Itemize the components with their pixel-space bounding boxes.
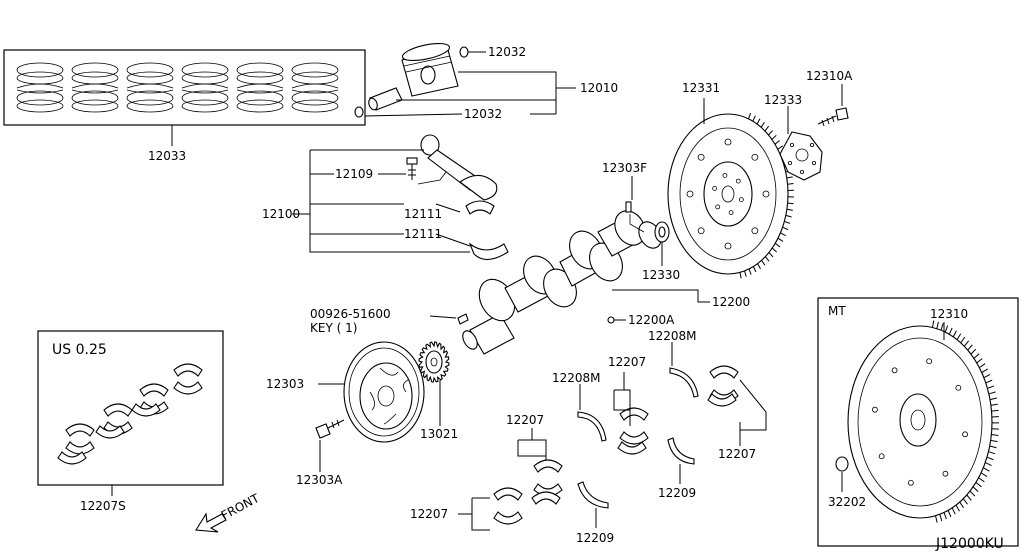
- label-12331[interactable]: 12331: [682, 81, 720, 95]
- undersize-bearing-set[interactable]: [57, 363, 203, 465]
- front-arrow: FRONT: [195, 491, 262, 533]
- woodruff-key[interactable]: [457, 313, 469, 325]
- crankshaft[interactable]: [460, 205, 666, 355]
- piston[interactable]: [401, 40, 459, 97]
- thrust-washer-left-upper[interactable]: [577, 411, 607, 442]
- label-12303[interactable]: 12303: [266, 377, 304, 391]
- undersize-bearing-set-box: [37, 330, 224, 486]
- crank-plug[interactable]: [607, 316, 615, 324]
- pulley-bolt[interactable]: [315, 419, 345, 439]
- piston-pin[interactable]: [367, 87, 403, 111]
- diagram-id: J12000KU: [935, 536, 1004, 552]
- reinforcement-plate[interactable]: [779, 131, 823, 181]
- label-12111-lower[interactable]: 12111: [404, 227, 442, 241]
- crankshaft-sprocket[interactable]: [418, 341, 450, 383]
- label-key-note: KEY ( 1): [310, 321, 357, 335]
- label-12207-lower-left[interactable]: 12207: [410, 507, 448, 521]
- label-12310[interactable]: 12310: [930, 307, 968, 321]
- rod-bolt[interactable]: [406, 157, 418, 180]
- pilot-bushing[interactable]: [654, 221, 670, 243]
- flywheel-bolt[interactable]: [817, 107, 849, 127]
- label-12208M-right[interactable]: 12208M: [648, 329, 697, 343]
- label-12109[interactable]: 12109: [335, 167, 373, 181]
- label-12207S[interactable]: 12207S: [80, 499, 126, 513]
- label-00926-51600[interactable]: 00926-51600: [310, 307, 391, 321]
- label-12330[interactable]: 12330: [642, 268, 680, 282]
- mt-label: MT: [828, 304, 846, 318]
- label-12111-upper[interactable]: 12111: [404, 207, 442, 221]
- label-32202[interactable]: 32202: [828, 495, 866, 509]
- label-13021[interactable]: 13021: [420, 427, 458, 441]
- label-12207-center[interactable]: 12207: [506, 413, 544, 427]
- label-12032-lower[interactable]: 12032: [464, 107, 502, 121]
- label-12303F[interactable]: 12303F: [602, 161, 647, 175]
- crankshaft-pulley[interactable]: [343, 341, 425, 443]
- mt-box: [817, 297, 1019, 547]
- label-12207-right[interactable]: 12207: [718, 447, 756, 461]
- main-bearing-set[interactable]: [493, 365, 739, 525]
- label-12208M-left[interactable]: 12208M: [552, 371, 601, 385]
- label-12010[interactable]: 12010: [580, 81, 618, 95]
- undersize-label: US 0.25: [52, 342, 107, 358]
- label-12200A[interactable]: 12200A: [628, 313, 675, 327]
- label-12100[interactable]: 12100: [262, 207, 300, 221]
- drive-plate[interactable]: [667, 113, 794, 279]
- label-12209-right[interactable]: 12209: [658, 486, 696, 500]
- thrust-washer-right-upper[interactable]: [669, 367, 699, 398]
- label-12209-left[interactable]: 12209: [576, 531, 614, 545]
- thrust-washer-right-lower[interactable]: [667, 437, 695, 465]
- crank-dowel[interactable]: [625, 201, 632, 213]
- label-12207-mid[interactable]: 12207: [608, 355, 646, 369]
- label-12310A[interactable]: 12310A: [806, 69, 853, 83]
- connecting-rod[interactable]: [420, 134, 498, 201]
- snap-ring-upper[interactable]: [459, 46, 469, 58]
- label-12333[interactable]: 12333: [764, 93, 802, 107]
- piston-ring-set[interactable]: [3, 49, 366, 126]
- rod-bearing-lower[interactable]: [468, 242, 509, 261]
- label-12033[interactable]: 12033: [148, 149, 186, 163]
- rod-bearing-upper[interactable]: [465, 200, 495, 215]
- thrust-washer-left-lower[interactable]: [577, 481, 609, 509]
- flywheel[interactable]: [847, 320, 1000, 523]
- snap-ring-lower[interactable]: [354, 106, 364, 118]
- label-12032-upper[interactable]: 12032: [488, 45, 526, 59]
- pilot-bearing[interactable]: [835, 456, 849, 472]
- label-12200[interactable]: 12200: [712, 295, 750, 309]
- front-label: FRONT: [219, 491, 262, 523]
- label-12303A[interactable]: 12303A: [296, 473, 343, 487]
